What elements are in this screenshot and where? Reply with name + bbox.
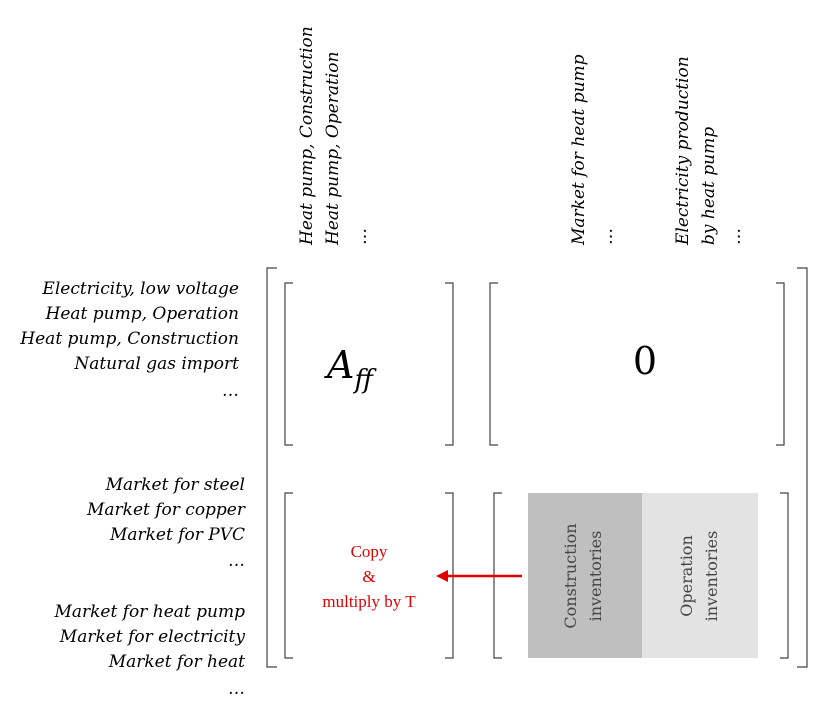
column-headers: Heat pump, Construction Heat pump, Opera… — [297, 26, 745, 246]
operation-inventories-box — [642, 493, 758, 658]
copy-arrow-head — [436, 570, 448, 582]
row-label-ellipsis-b: … — [228, 679, 245, 699]
row-label-electricity-low-voltage: Electricity, low voltage — [41, 279, 239, 299]
row-label-market-pvc: Market for PVC — [109, 525, 245, 545]
row-label-heat-pump-operation: Heat pump, Operation — [45, 304, 240, 324]
row-label-market-steel: Market for steel — [105, 475, 245, 495]
block-zero-label: 0 — [633, 339, 657, 383]
aff-base: A — [324, 343, 354, 387]
row-label-market-heat-pump: Market for heat pump — [53, 602, 245, 622]
block-tr-bracket-left — [489, 282, 498, 446]
row-label-natural-gas-import: Natural gas import — [73, 354, 239, 374]
block-tr-bracket-right — [776, 282, 785, 446]
copy-arrow — [436, 570, 522, 582]
outer-bracket-left — [266, 267, 277, 668]
operation-inventories-line-2: inventories — [702, 531, 721, 622]
block-aff-label: Aff — [324, 343, 377, 395]
col-label-heat-pump-construction: Heat pump, Construction — [297, 26, 317, 246]
aff-subscript: ff — [352, 365, 377, 395]
col-label-ellipsis-left: … — [351, 228, 371, 245]
copy-note: Copy & multiply by T — [322, 542, 416, 611]
row-label-market-electricity: Market for electricity — [59, 627, 246, 647]
row-labels-bottom-a: Market for steel Market for copper Marke… — [86, 475, 246, 571]
row-label-market-heat: Market for heat — [108, 652, 245, 672]
construction-inventories-line-1: Construction — [561, 523, 580, 628]
col-label-electricity-production: Electricity production — [673, 56, 693, 246]
row-label-ellipsis-top: … — [222, 381, 239, 401]
col-label-market-heat-pump: Market for heat pump — [569, 54, 589, 246]
construction-inventories-box — [528, 493, 642, 658]
block-br-bracket-right — [780, 492, 789, 659]
operation-inventories-line-1: Operation — [677, 535, 696, 617]
row-labels-bottom-b: Market for heat pump Market for electric… — [53, 602, 245, 699]
col-label-ellipsis-mid: … — [597, 228, 617, 245]
construction-inventories-line-2: inventories — [586, 531, 605, 622]
outer-bracket-right — [797, 267, 808, 668]
block-tl-bracket-left — [284, 282, 293, 446]
copy-note-line-3: multiply by T — [322, 592, 416, 611]
row-labels-top: Electricity, low voltage Heat pump, Oper… — [19, 279, 239, 401]
block-bl-bracket-left — [284, 492, 293, 659]
copy-note-line-2: & — [362, 567, 375, 586]
row-label-ellipsis-a: … — [228, 551, 245, 571]
col-label-heat-pump-operation: Heat pump, Operation — [323, 52, 343, 247]
col-label-ellipsis-right: … — [725, 228, 745, 245]
copy-note-line-1: Copy — [351, 542, 388, 561]
col-label-by-heat-pump: by heat pump — [699, 127, 719, 245]
row-label-market-copper: Market for copper — [86, 500, 246, 520]
block-tl-bracket-right — [445, 282, 454, 446]
row-label-heat-pump-construction: Heat pump, Construction — [19, 329, 239, 349]
